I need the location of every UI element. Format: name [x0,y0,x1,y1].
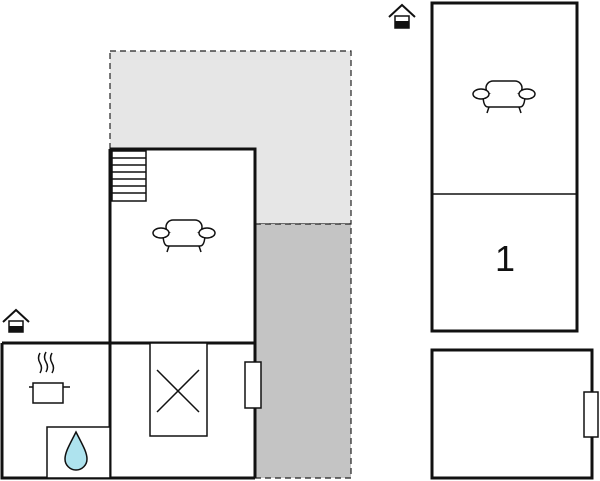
annex-building [430,1,579,333]
main-building [0,147,257,480]
entrance-icon-left [2,308,30,333]
sofa-icon-annex [472,80,536,114]
water-drop-icon [64,430,88,471]
room-label-1: 1 [495,238,515,279]
terrace-area [109,50,352,479]
outbuilding [430,348,594,480]
stairs-icon [111,150,147,202]
door-icon [244,361,262,409]
bathroom-area [46,426,111,479]
lower-floor-outline [0,341,255,480]
cooking-pot-icon [29,351,70,404]
outbuilding-door-icon [583,391,599,438]
entrance-icon-top [388,3,416,29]
terrace-dark [254,223,352,479]
bed-icon [149,342,208,437]
sofa-icon-main [152,219,216,253]
